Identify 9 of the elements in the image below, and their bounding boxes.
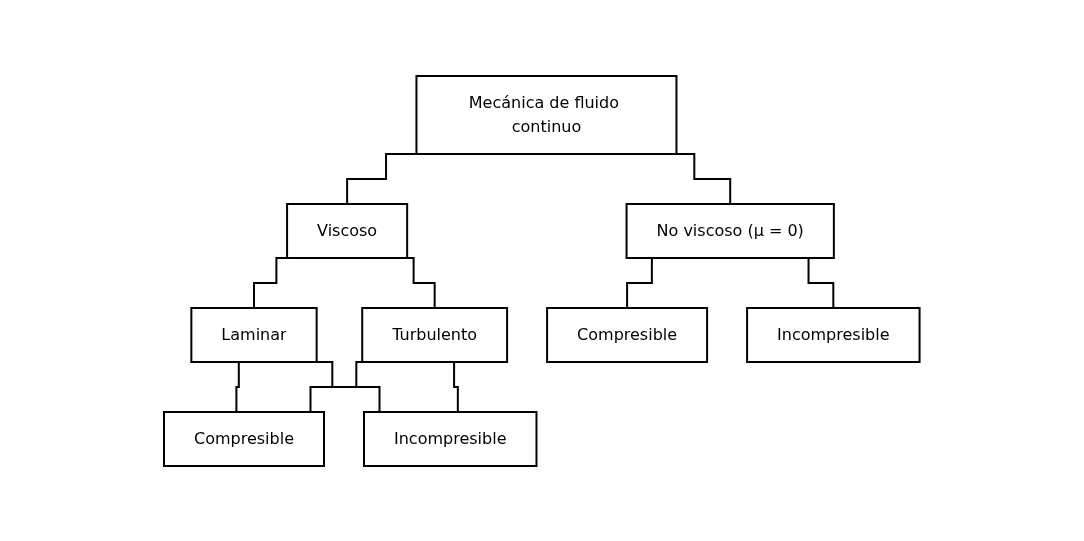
node-box: Mecánica de fluido continuo — [415, 74, 678, 155]
node-box: No viscoso (μ = 0) — [625, 202, 836, 259]
node-box: Incompresible — [363, 410, 538, 467]
node-box: Turbulento — [361, 306, 509, 363]
node-box: Viscoso — [286, 202, 409, 259]
node-box: Laminar — [190, 306, 318, 363]
node-box: Compresible — [163, 410, 326, 467]
node-box: Incompresible — [746, 306, 921, 363]
node-box: Compresible — [546, 306, 709, 363]
